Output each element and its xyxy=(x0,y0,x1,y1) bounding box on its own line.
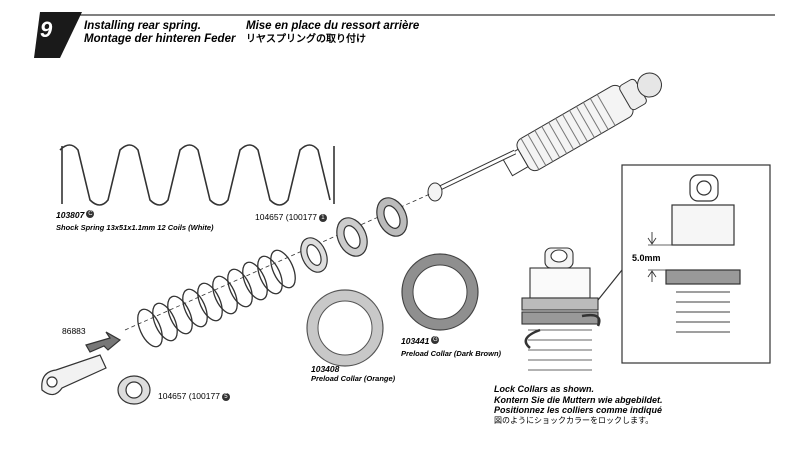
spring-illustration-diagonal xyxy=(137,249,296,348)
title-de: Montage der hinteren Feder xyxy=(84,33,236,45)
collar-lower-alt: (100177 xyxy=(188,391,220,401)
preload-brown-desc: Preload Collar (Dark Brown) xyxy=(401,349,502,358)
detail-inset xyxy=(621,164,771,364)
lock-collars-note: Lock Collars as shown. Kontern Sie die M… xyxy=(494,384,663,426)
collar-lower-badge: 5 xyxy=(221,392,230,401)
preload-collar-brown xyxy=(401,253,479,331)
title-en: Installing rear spring. xyxy=(84,20,201,32)
preload-brown-number: 103441 xyxy=(401,336,430,346)
preload-collar-orange xyxy=(306,289,384,367)
preload-orange-desc: Preload Collar (Orange) xyxy=(311,374,396,383)
title-fr: Mise en place du ressort arrière xyxy=(246,20,420,32)
title-jp: リヤスプリングの取り付け xyxy=(246,34,366,45)
note-en: Lock Collars as shown. xyxy=(494,384,595,394)
preload-orange-number: 103408 xyxy=(311,364,340,374)
rod-end-illustration xyxy=(41,331,151,405)
collar-upper-badge: 1 xyxy=(318,213,327,222)
step-badge-shape xyxy=(34,12,82,58)
collar-upper-number: 104657 xyxy=(255,212,284,222)
note-de: Kontern Sie die Muttern wie abgebildet. xyxy=(494,394,663,405)
rod-end-number: 86883 xyxy=(62,326,86,336)
spring-illustration-top xyxy=(59,144,335,206)
shock-body-illustration xyxy=(427,72,662,202)
measurement-label: 5.0mm xyxy=(632,253,661,263)
step-number: 9 xyxy=(40,17,53,42)
callout-line xyxy=(597,269,623,301)
spring-part-number: 103807 xyxy=(56,210,85,220)
spring-part-desc: Shock Spring 13x51x1.1mm 12 Coils (White… xyxy=(56,223,214,232)
note-jp: 図のようにショックカラーをロックします。 xyxy=(494,415,654,425)
collar-lower-number: 104657 xyxy=(158,391,187,401)
collar-upper-alt: (100177 xyxy=(285,212,317,222)
assembled-shock-illustration xyxy=(521,247,601,371)
note-fr: Positionnez les colliers comme indiqué xyxy=(494,405,663,415)
collar-rings-axis xyxy=(300,197,408,273)
preload-orange-label: 103408 Preload Collar (Orange) xyxy=(311,364,395,383)
preload-brown-badge: G xyxy=(431,335,440,344)
spring-badge: C xyxy=(86,209,95,218)
